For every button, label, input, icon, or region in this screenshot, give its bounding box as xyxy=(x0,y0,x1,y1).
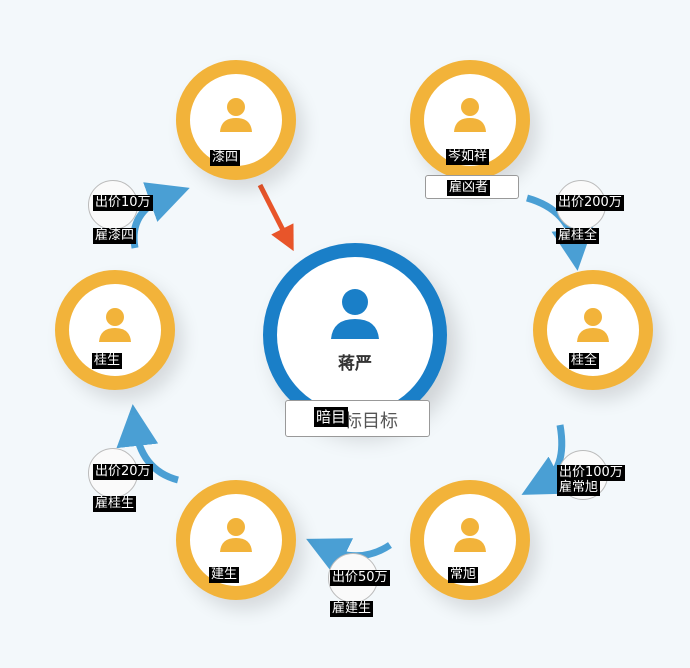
arrow-to-chang-xu xyxy=(521,424,569,495)
bid-hire: 雇漆四 xyxy=(93,228,137,244)
node-label: 建生 xyxy=(209,567,240,583)
arrow-qi-si-to-target xyxy=(257,183,294,252)
node-gui-quan xyxy=(533,270,653,390)
role-label: 雇凶者 xyxy=(447,180,491,196)
person-icon xyxy=(454,98,486,132)
target-tag-text: 标目标 xyxy=(344,411,398,432)
target-tag-box: 标目标 xyxy=(285,400,430,437)
bid-price: 出价10万 xyxy=(93,195,153,211)
node-label: 常旭 xyxy=(448,567,479,583)
bid-price: 出价20万 xyxy=(93,464,153,480)
person-icon xyxy=(220,98,252,132)
bid-price: 出价200万 xyxy=(556,195,624,211)
node-label: 漆四 xyxy=(210,150,241,166)
person-icon xyxy=(220,518,252,552)
node-label: 桂全 xyxy=(569,353,600,369)
bid-price: 出价100万 xyxy=(557,465,625,481)
target-name: 蒋严 xyxy=(338,354,372,374)
bid-hire: 雇常旭 xyxy=(557,480,601,496)
bid-hire: 雇桂全 xyxy=(556,228,600,244)
target-tag-label: 暗目 xyxy=(314,407,349,427)
person-icon xyxy=(454,518,486,552)
bid-hire: 雇建生 xyxy=(330,601,374,617)
bid-hire: 雇桂生 xyxy=(93,496,137,512)
person-icon xyxy=(577,308,609,342)
person-icon xyxy=(99,308,131,342)
node-label: 桂生 xyxy=(92,353,123,369)
bid-price: 出价50万 xyxy=(330,570,390,586)
arrow-to-gui-sheng xyxy=(116,404,180,484)
node-gui-sheng xyxy=(55,270,175,390)
person-icon xyxy=(331,289,379,339)
node-label: 岑如祥 xyxy=(446,149,490,165)
